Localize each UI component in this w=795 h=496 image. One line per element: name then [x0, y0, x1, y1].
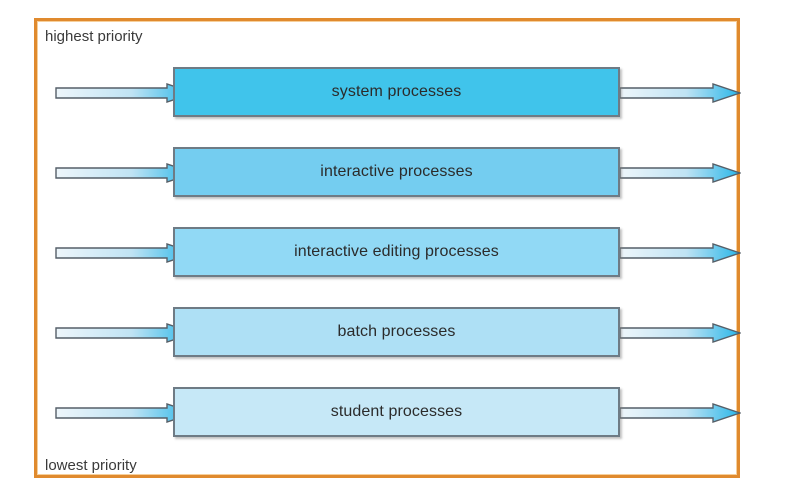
- lowest-priority-label: lowest priority: [45, 457, 137, 474]
- priority-bar-interactive-editing-processes: interactive editing processes: [173, 227, 620, 277]
- queue-row: student processes: [37, 387, 741, 439]
- priority-queue-diagram: highest priority system processes: [34, 18, 741, 478]
- priority-bar-system-processes: system processes: [173, 67, 620, 117]
- priority-bar-label: student processes: [330, 403, 463, 420]
- priority-bar-label: system processes: [331, 83, 462, 100]
- arrow-out-interactive-editing-processes: [619, 243, 741, 263]
- queue-row: batch processes: [37, 307, 741, 359]
- priority-bar-label: batch processes: [337, 323, 456, 340]
- priority-bar-label: interactive processes: [320, 163, 473, 180]
- priority-bar-batch-processes: batch processes: [173, 307, 620, 357]
- queue-row: interactive processes: [37, 147, 741, 199]
- highest-priority-label: highest priority: [45, 28, 143, 45]
- arrow-out-interactive-processes: [619, 163, 741, 183]
- arrow-out-batch-processes: [619, 323, 741, 343]
- priority-bar-student-processes: student processes: [173, 387, 620, 437]
- queue-row: system processes: [37, 67, 741, 119]
- arrow-out-student-processes: [619, 403, 741, 423]
- priority-bar-label: interactive editing processes: [294, 243, 499, 260]
- priority-bar-interactive-processes: interactive processes: [173, 147, 620, 197]
- arrow-out-system-processes: [619, 83, 741, 103]
- queue-row: interactive editing processes: [37, 227, 741, 279]
